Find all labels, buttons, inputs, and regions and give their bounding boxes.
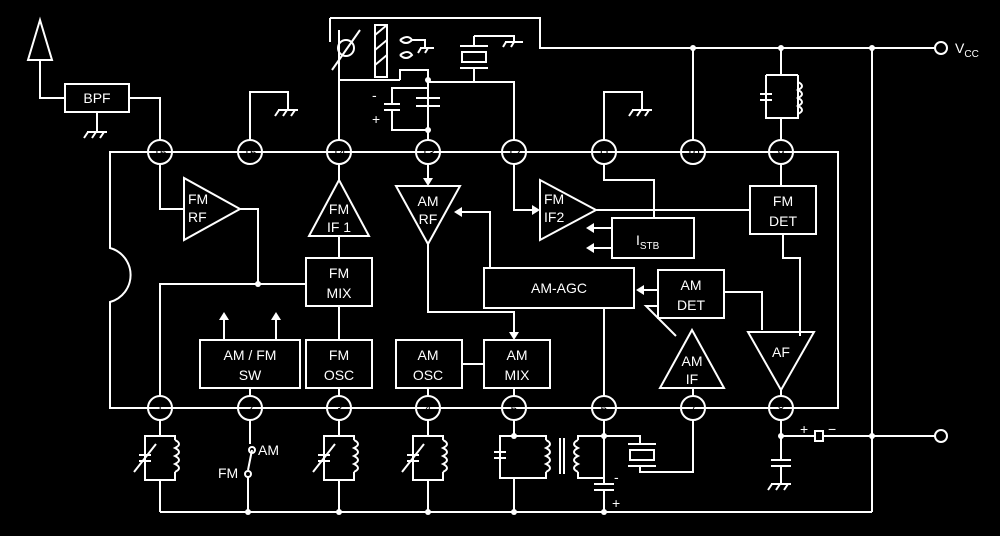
svg-text:ISTB: ISTB [636,232,660,252]
svg-text:DET: DET [769,213,797,229]
svg-text:FM: FM [329,347,349,363]
svg-text:IF2: IF2 [544,209,564,225]
svg-text:8: 8 [778,402,785,416]
am-det-block [657,269,725,319]
svg-text:AM: AM [418,347,439,363]
output-terminal [934,429,948,443]
ceramic-filter-icon [374,24,388,78]
amfm-sw-block [199,339,301,389]
svg-text:RF: RF [188,209,207,225]
am-agc-block [483,267,635,309]
svg-text:AM: AM [507,347,528,363]
svg-text:11: 11 [598,146,611,160]
pin-row-top: 16 15 14 13 12 11 10 9 [147,139,794,165]
svg-text:15: 15 [243,146,257,160]
fm-if-tank [329,18,434,80]
svg-text:+: + [800,421,808,437]
istb-block [611,217,695,259]
fm-mix-block [305,257,373,307]
svg-text:3: 3 [336,402,343,416]
ceramic-resonator-icon [428,35,523,140]
fm-osc-block [305,339,373,389]
svg-text:IF: IF [686,371,698,387]
svg-text:OSC: OSC [413,367,443,383]
pin6-decoupling: - + [594,420,620,512]
ground-icon [274,109,298,117]
am-mix-block [483,339,551,389]
svg-text:+: + [372,111,380,127]
bpf-label: BPF [83,90,110,106]
svg-text:2: 2 [247,402,254,416]
ic-outline [109,151,839,409]
am-ift [494,420,604,512]
pin8-output: + − [767,420,948,491]
svg-text:FM: FM [218,465,238,481]
pin1-tank [133,420,180,512]
svg-text:MIX: MIX [327,285,353,301]
svg-text:12: 12 [507,146,521,160]
svg-text:IF 1: IF 1 [327,219,351,235]
ground-icon [767,483,791,491]
svg-text:MIX: MIX [505,367,531,383]
svg-text:5: 5 [511,402,518,416]
am-fm-switch: AM FM [218,420,279,512]
svg-text:16: 16 [153,146,167,160]
svg-text:RF: RF [419,211,438,227]
svg-text:1: 1 [157,402,164,416]
vcc-terminal [934,41,948,55]
bpf-block [64,83,130,113]
antenna-icon [26,16,65,99]
svg-text:DET: DET [677,297,705,313]
fm-det-tank [760,74,803,140]
svg-text:FM: FM [329,265,349,281]
svg-text:7: 7 [690,402,697,416]
svg-text:AM: AM [258,442,279,458]
svg-text:AF: AF [772,344,790,360]
svg-text:AM / FM: AM / FM [224,347,277,363]
af-amp [746,331,816,393]
ceramic-resonator-icon [604,420,694,473]
ground-icon [83,131,107,139]
svg-text:FM: FM [188,191,208,207]
svg-text:OSC: OSC [324,367,354,383]
svg-text:9: 9 [778,146,785,160]
svg-text:SW: SW [239,367,262,383]
svg-text:4: 4 [425,402,432,416]
svg-text:-: - [614,469,619,485]
svg-text:13: 13 [421,146,435,160]
pin13-decoupling: - + [372,77,440,133]
svg-text:+: + [612,495,620,511]
svg-text:AM: AM [682,353,703,369]
svg-text:10: 10 [686,146,700,160]
pin4-tank [401,420,448,512]
svg-text:AM: AM [418,193,439,209]
svg-text:AM-AGC: AM-AGC [531,280,587,296]
svg-text:FM: FM [329,201,349,217]
ground-icon [628,109,652,117]
pin3-tank [312,420,359,512]
am-osc-block [395,339,463,389]
svg-text:6: 6 [601,402,608,416]
svg-text:AM: AM [681,277,702,293]
svg-text:FM: FM [773,193,793,209]
svg-text:14: 14 [332,146,346,160]
svg-text:−: − [828,421,836,437]
fm-det-block [749,185,817,235]
vcc-label: VCC [955,40,979,60]
svg-text:-: - [372,87,377,103]
svg-text:FM: FM [544,191,564,207]
